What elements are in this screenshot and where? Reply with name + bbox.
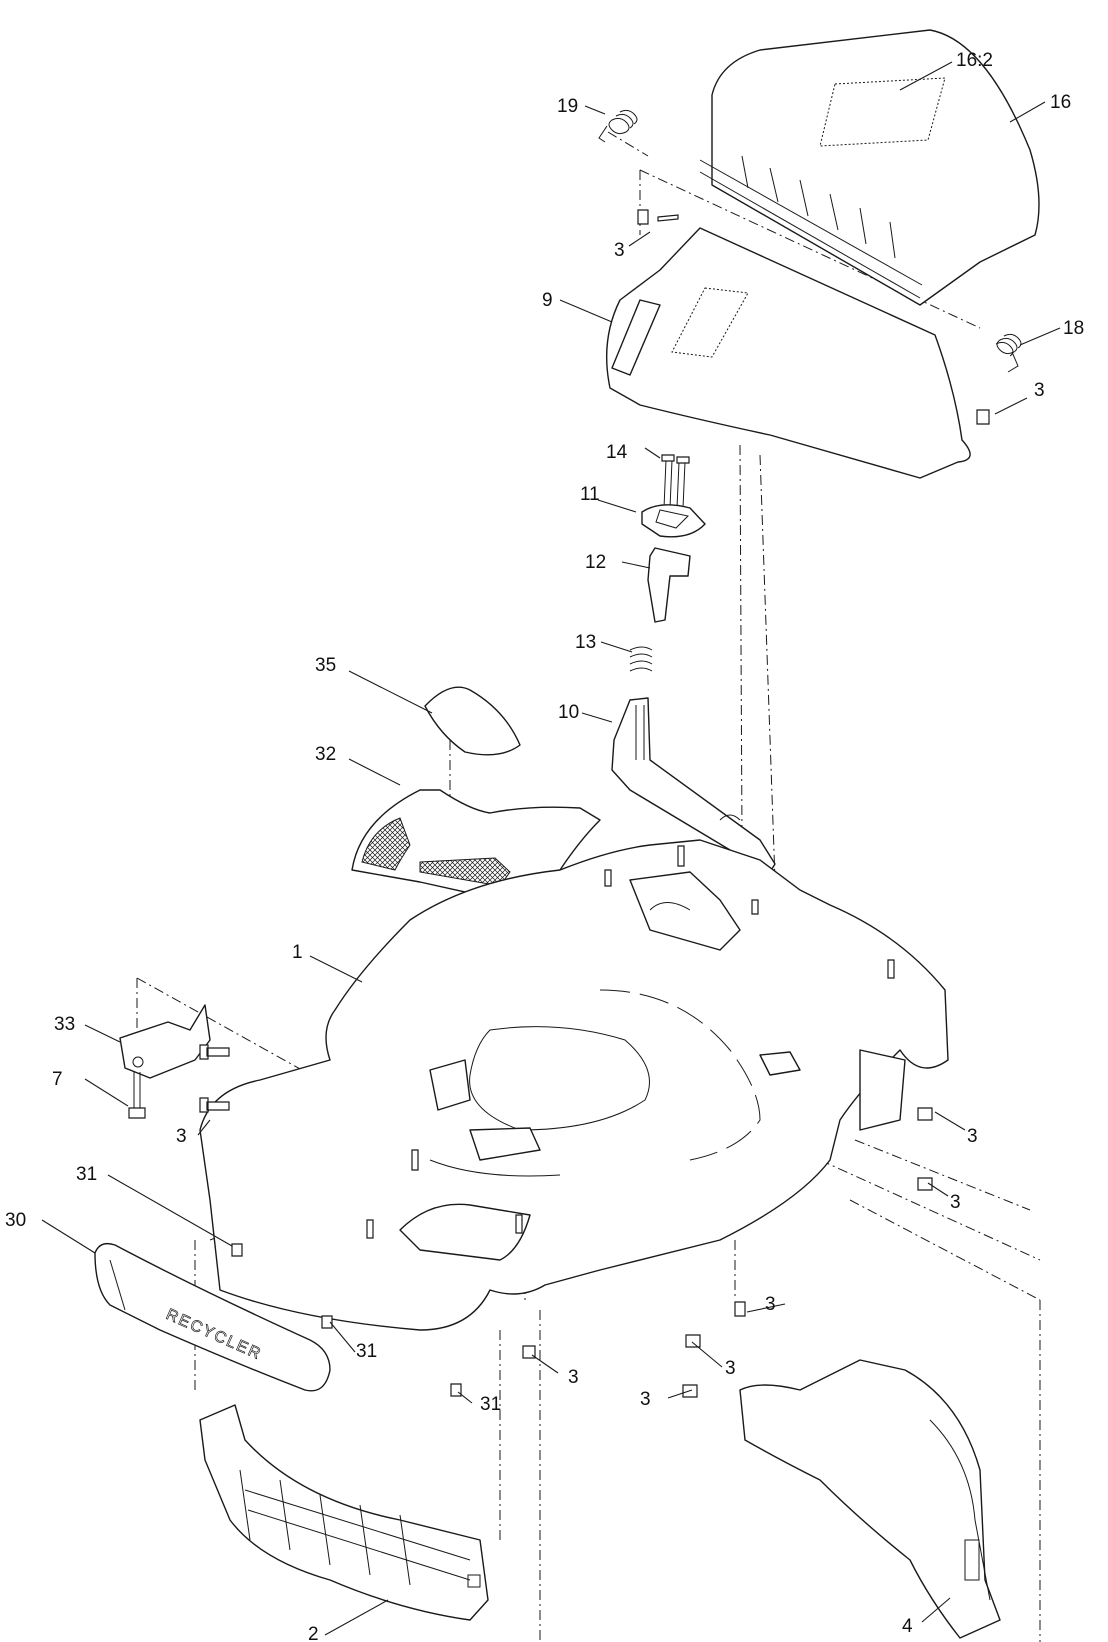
fasteners: [199, 209, 990, 1398]
callout-3-front-b: 3: [640, 1389, 651, 1410]
callout-3-right-lower: 3: [950, 1192, 961, 1213]
callout-18: 18: [1063, 318, 1084, 339]
callout-3-front-a: 3: [725, 1358, 736, 1379]
callout-1: 1: [292, 942, 303, 963]
callout-4: 4: [902, 1616, 913, 1637]
spring-part-18: [995, 333, 1022, 373]
callout-3-center: 3: [568, 1367, 579, 1388]
callout-14: 14: [606, 442, 628, 463]
rear-cover-part-16: [699, 29, 1040, 306]
callout-11: 11: [580, 484, 600, 505]
spring-part-13: [629, 646, 653, 672]
callout-3-flap: 3: [1034, 380, 1045, 401]
callout-31-upper: 31: [76, 1164, 97, 1185]
callout-31-middle: 31: [356, 1341, 377, 1362]
spring-part-19: [598, 109, 638, 143]
callout-19: 19: [557, 96, 578, 117]
callout-30: 30: [5, 1210, 26, 1231]
callout-31-lower: 31: [480, 1394, 501, 1415]
leader-lines: [41, 61, 1061, 1636]
callout-9: 9: [542, 290, 553, 311]
callout-16: 16: [1050, 92, 1071, 113]
latch-part-12: [647, 547, 691, 623]
callout-12: 12: [585, 552, 606, 573]
mower-deck-part-1: [199, 839, 949, 1331]
callout-13: 13: [575, 632, 596, 653]
cap-part-35: [424, 686, 521, 756]
bolt-part-7: [128, 1072, 146, 1119]
callout-10: 10: [558, 702, 579, 723]
side-chute-part-4: [739, 1359, 1001, 1639]
callout-2: 2: [308, 1624, 319, 1642]
callout-3-right-bolt: 3: [765, 1294, 776, 1315]
bracket-part-33: [119, 1004, 211, 1079]
callout-32: 32: [315, 744, 336, 765]
rear-flap-part-9: [606, 227, 971, 479]
front-skirt-part-2: [199, 1404, 489, 1621]
callout-3-right-upper: 3: [967, 1126, 978, 1147]
callout-3-bracket: 3: [176, 1126, 187, 1147]
screws-part-14: [661, 454, 690, 509]
callout-3-cover: 3: [614, 240, 625, 261]
callout-35: 35: [315, 655, 336, 676]
callout-16-2: 16:2: [956, 50, 993, 71]
knob-part-11: [641, 504, 706, 538]
callout-7: 7: [52, 1069, 63, 1090]
callout-33: 33: [54, 1014, 75, 1035]
callout-labels: 16:2 16 19 3 9 18 3 14 11 12 13 10 35 32…: [5, 50, 1084, 1642]
